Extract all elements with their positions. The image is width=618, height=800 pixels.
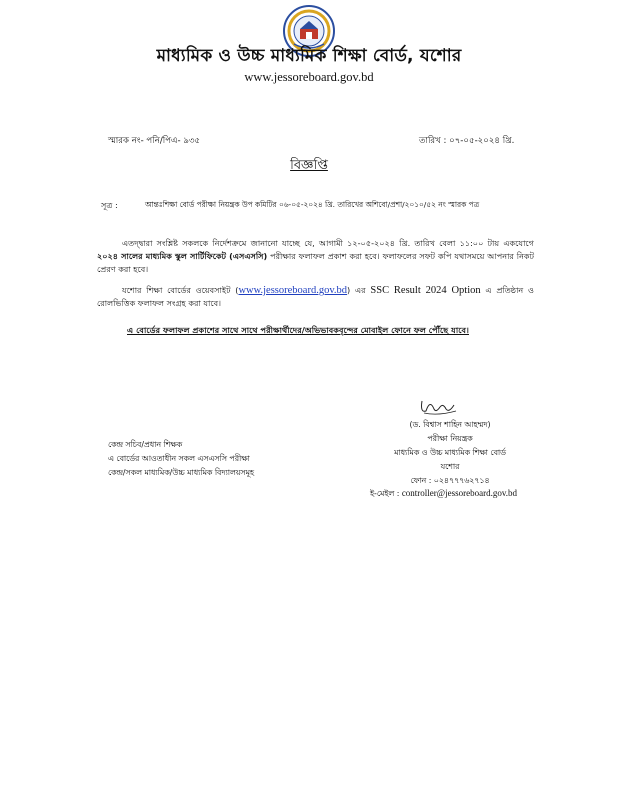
paragraph-text: এ প্রতিষ্ঠান ও রোলভিত্তিক ফলাফল সংগ্রহ ক… bbox=[97, 285, 535, 308]
reference-label: সূত্র : bbox=[101, 200, 118, 210]
distribution-list: কেন্দ্র সচিব/প্রধান শিক্ষক এ বোর্ডের আওত… bbox=[108, 438, 254, 480]
email-label: ই-মেইল : bbox=[370, 489, 402, 498]
signature-icon bbox=[421, 400, 457, 415]
exam-name-bold: ২০২৪ সালের মাধ্যমিক স্কুল সার্টিফিকেট (এ… bbox=[97, 251, 268, 261]
reference-text: আন্তঃশিক্ষা বোর্ড পরীক্ষা নিয়ন্ত্রক উপ … bbox=[145, 200, 480, 209]
signatory-designation: পরীক্ষা নিয়ন্ত্রক bbox=[427, 434, 473, 443]
signatory-office: মাধ্যমিক ও উচ্চ মাধ্যমিক শিক্ষা বোর্ড bbox=[394, 448, 506, 457]
result-option-text: SSC Result 2024 Option bbox=[370, 285, 481, 296]
signatory-email[interactable]: controller@jessoreboard.gov.bd bbox=[401, 488, 517, 498]
notice-date: তারিখ : ০৭-০৫-২০২৪ খ্রি. bbox=[419, 136, 515, 146]
board-name-heading: মাধ্যমিক ও উচ্চ মাধ্যমিক শিক্ষা বোর্ড, য… bbox=[156, 46, 462, 66]
signatory-block: (ড. বিশ্বাস শাহিন আহম্মদ) পরীক্ষা নিয়ন্… bbox=[340, 418, 560, 488]
board-website: www.jessoreboard.gov.bd bbox=[244, 70, 374, 84]
website-link[interactable]: www.jessoreboard.gov.bd bbox=[238, 285, 348, 296]
distribution-item: কেন্দ্র/সকল মাধ্যমিক/উচ্চ মাধ্যমিক বিদ্য… bbox=[108, 468, 254, 477]
paragraph-text: এতদ্দ্বারা সংশ্লিষ্ট সকলকে নির্দেশক্রমে … bbox=[122, 238, 534, 248]
signatory-phone: ফোন : ০২৪৭৭৭৬২৭১৪ bbox=[410, 476, 490, 485]
paragraph-announcement: এতদ্দ্বারা সংশ্লিষ্ট সকলকে নির্দেশক্রমে … bbox=[97, 237, 534, 276]
paragraph-website: যশোর শিক্ষা বোর্ডের ওয়েবসাইট (www.jesso… bbox=[97, 284, 534, 310]
distribution-item: এ বোর্ডের আওতাধীন সকল এসএসসি পরীক্ষা bbox=[108, 454, 250, 463]
board-logo-icon bbox=[283, 5, 335, 57]
distribution-item: কেন্দ্র সচিব/প্রধান শিক্ষক bbox=[108, 440, 183, 449]
paragraph-text: পরীক্ষার ফলাফল প্রকাশ করা হবে। ফলাফলের স… bbox=[97, 251, 534, 274]
signatory-city: যশোর bbox=[440, 462, 460, 471]
paragraph-text: ) এর bbox=[347, 285, 371, 295]
signatory-email-row: ই-মেইল : controller@jessoreboard.gov.bd bbox=[370, 488, 517, 501]
memo-number: স্মারক নং- পনি/পিএ- ৯৩৫ bbox=[108, 136, 201, 146]
signatory-name: (ড. বিশ্বাস শাহিন আহম্মদ) bbox=[409, 420, 491, 429]
notice-title: বিজ্ঞপ্তি bbox=[290, 158, 328, 173]
mobile-notice: এ বোর্ডের ফলাফল প্রকাশের সাথে সাথে পরীক্… bbox=[127, 325, 469, 335]
paragraph-text: যশোর শিক্ষা বোর্ডের ওয়েবসাইট ( bbox=[122, 285, 239, 295]
